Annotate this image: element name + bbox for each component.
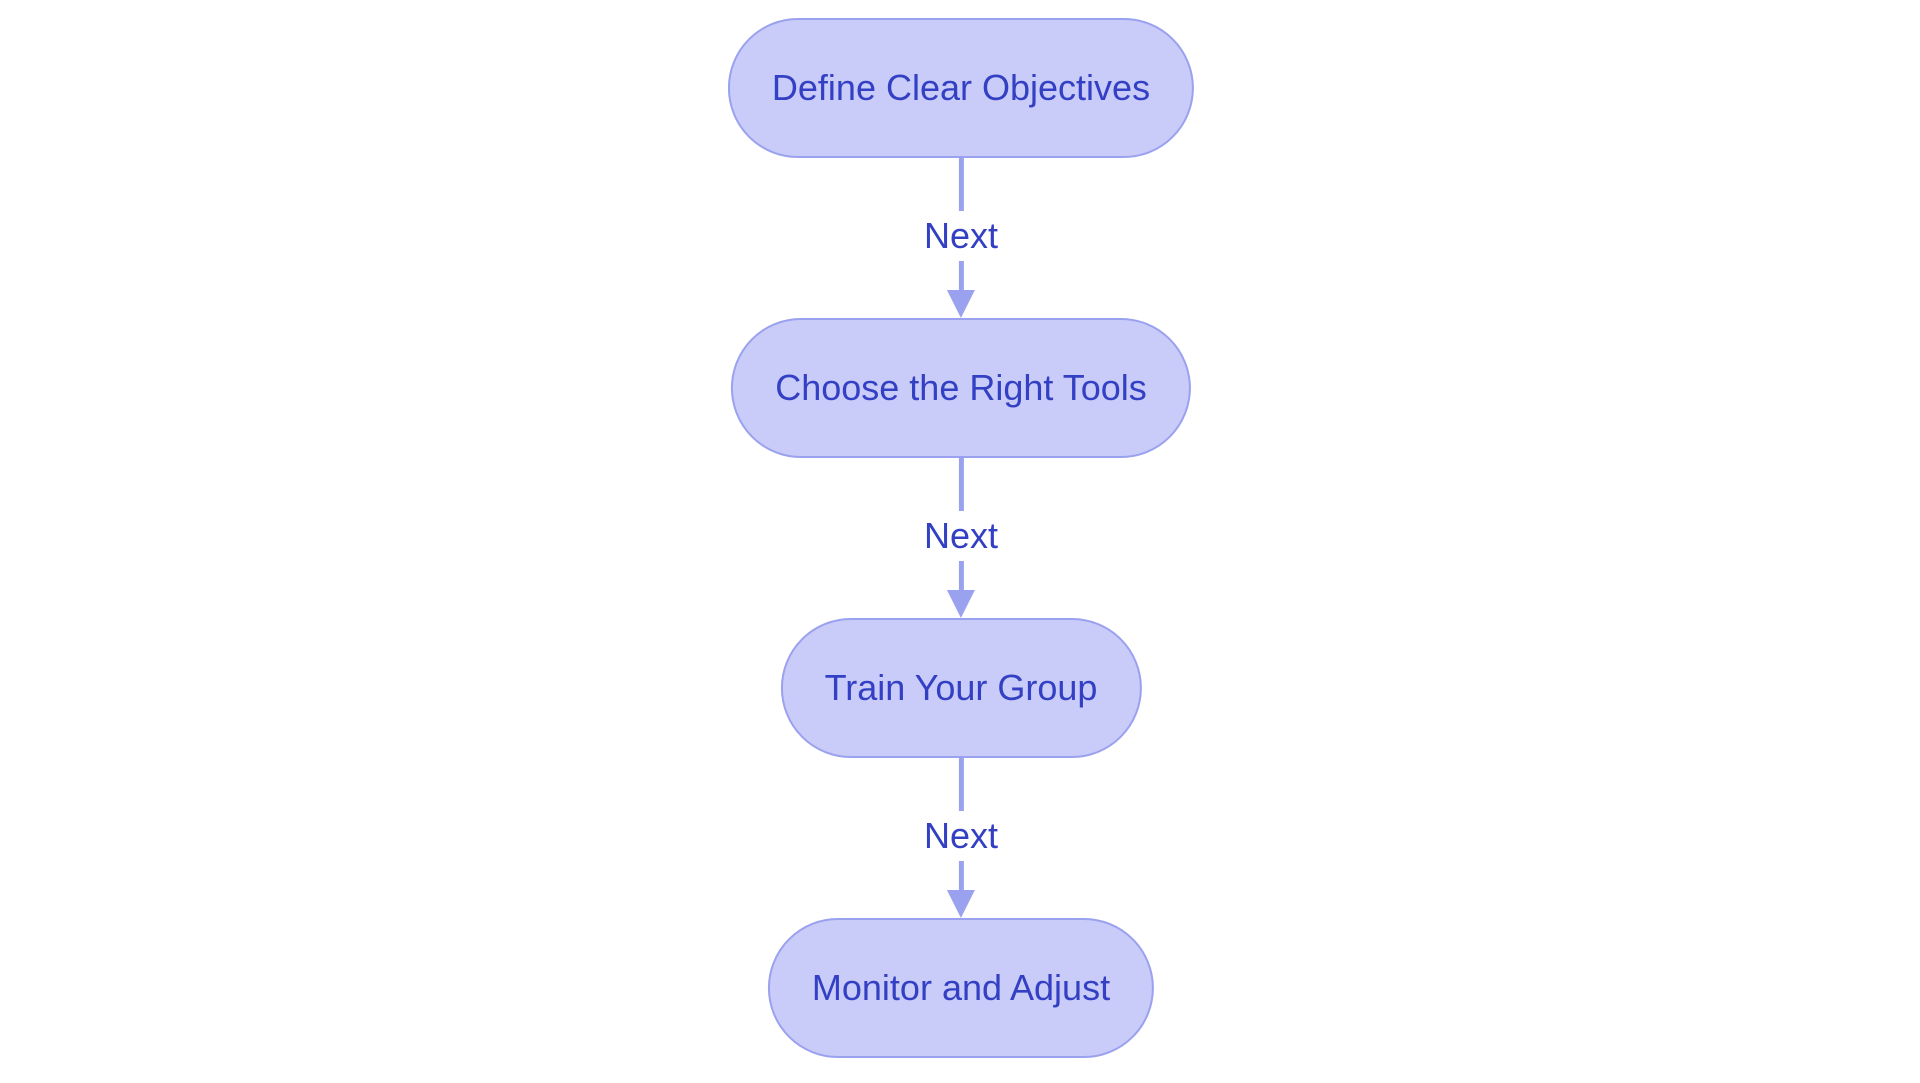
edge-connector-2: Next [911,458,1011,618]
edge-label: Next [911,211,1011,261]
arrow-down-icon [946,290,975,318]
flow-node-choose-the-right-tools: Choose the Right Tools [731,318,1191,458]
arrow-down-icon [946,590,975,618]
flowchart: Define Clear Objectives Next Choose the … [727,18,1195,1058]
node-label: Monitor and Adjust [811,967,1111,1008]
node-label: Train Your Group [824,667,1098,708]
edge-connector-3: Next [911,758,1011,918]
flow-node-define-clear-objectives: Define Clear Objectives [727,18,1195,158]
edge-label: Next [911,811,1011,861]
edge-connector-1: Next [911,158,1011,318]
node-label: Define Clear Objectives [771,67,1151,108]
edge-label: Next [911,511,1011,561]
flow-node-monitor-and-adjust: Monitor and Adjust [767,918,1155,1058]
flow-node-train-your-group: Train Your Group [780,618,1142,758]
node-label: Choose the Right Tools [775,367,1147,408]
arrow-down-icon [946,890,975,918]
